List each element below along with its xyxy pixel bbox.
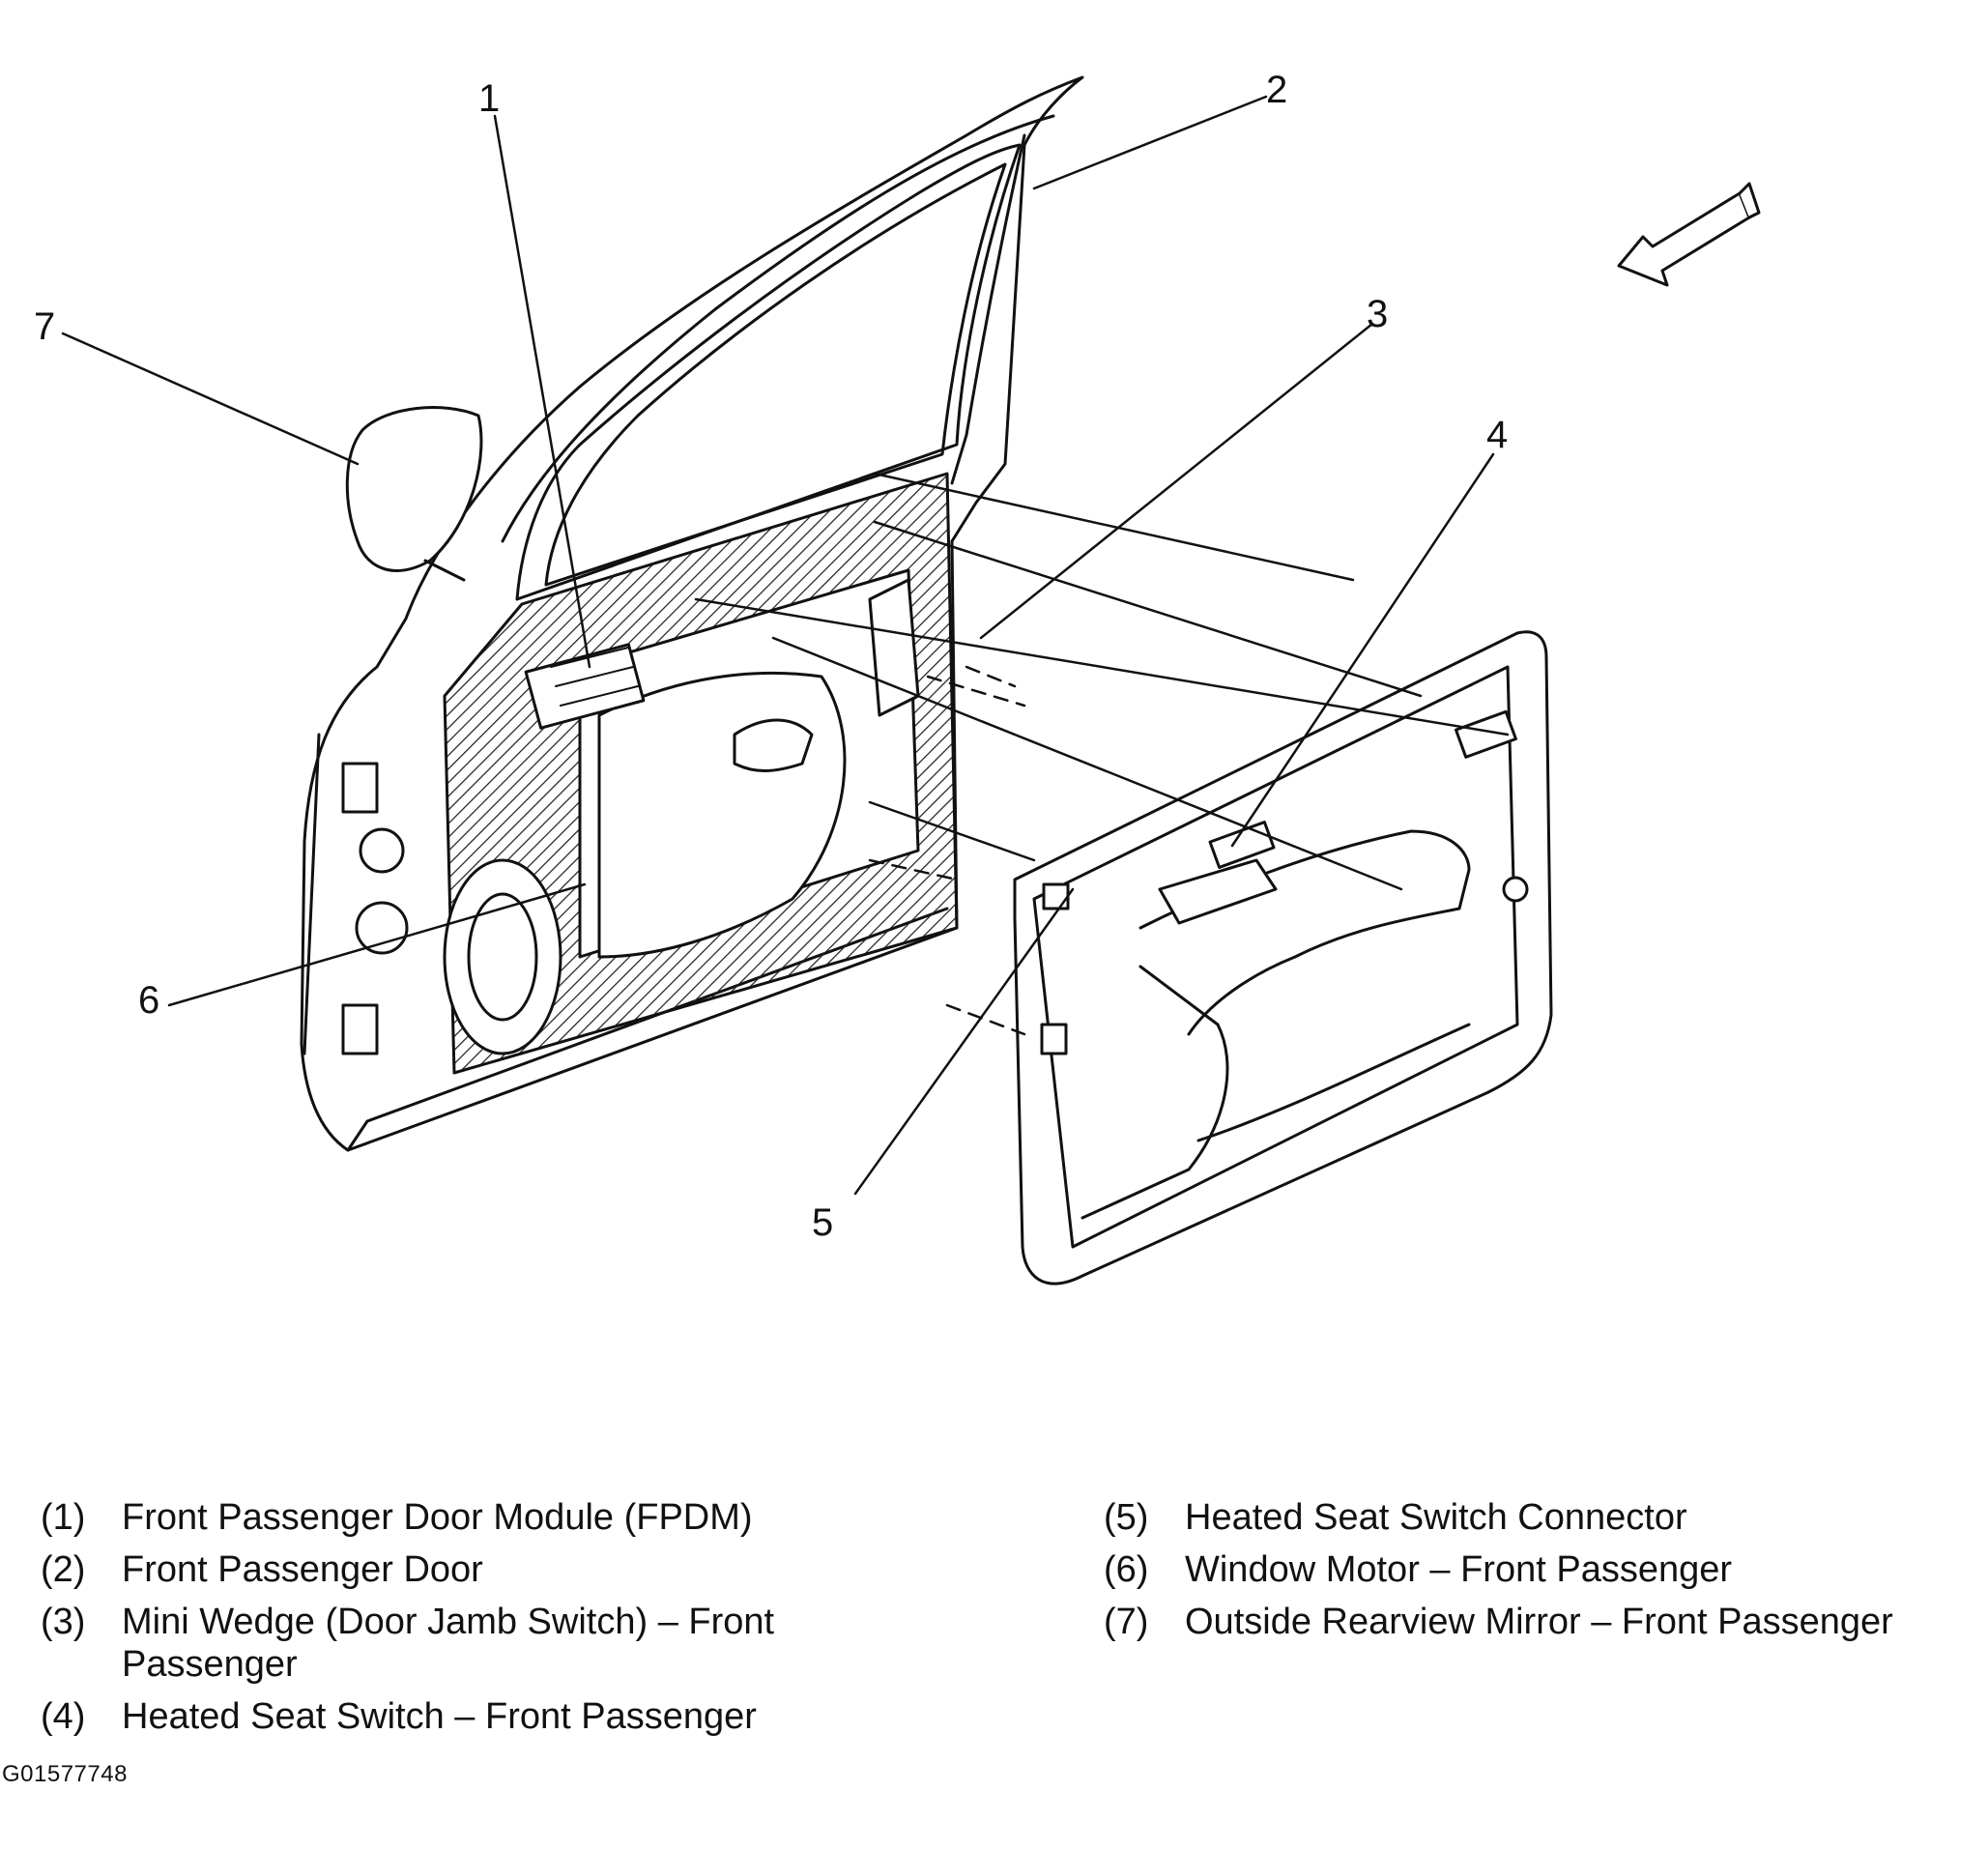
callout-3: 3 <box>1367 293 1389 335</box>
window-frame <box>515 143 1022 601</box>
door-exploded-diagram <box>61 75 1761 1286</box>
legend-item: (4) Heated Seat Switch – Front Passenger <box>41 1695 757 1738</box>
legend-item: (3) Mini Wedge (Door Jamb Switch) – Front… <box>41 1601 856 1686</box>
legend-item: (5) Heated Seat Switch Connector <box>1104 1496 1687 1539</box>
legend-text: Mini Wedge (Door Jamb Switch) – Front Pa… <box>122 1602 775 1685</box>
legend-text: Heated Seat Switch – Front Passenger <box>122 1696 757 1737</box>
legend-text: Front Passenger Door Module (FPDM) <box>122 1497 753 1538</box>
callout-4: 4 <box>1486 414 1509 456</box>
door-trim-panel <box>1013 630 1553 1286</box>
figure-id: G01577748 <box>2 1761 128 1787</box>
legend-number: (2) <box>41 1549 86 1590</box>
alignment-lines <box>694 472 1510 1036</box>
legend-number: (3) <box>41 1602 86 1642</box>
leader-lines <box>61 95 1495 1196</box>
outside-mirror <box>345 406 483 582</box>
legend-item: (2) Front Passenger Door <box>41 1548 483 1591</box>
legend-item: (7) Outside Rearview Mirror – Front Passe… <box>1104 1601 1893 1643</box>
callout-5: 5 <box>812 1201 834 1244</box>
legend-number: (6) <box>1104 1549 1149 1590</box>
direction-arrow <box>1617 182 1761 287</box>
legend-number: (4) <box>41 1696 86 1737</box>
legend-item: (1) Front Passenger Door Module (FPDM) <box>41 1496 753 1539</box>
legend-text: Outside Rearview Mirror – Front Passenge… <box>1185 1602 1893 1642</box>
callout-1: 1 <box>478 77 501 120</box>
door-inner-hatch <box>443 472 959 1075</box>
legend-number: (5) <box>1104 1497 1149 1538</box>
callout-7: 7 <box>34 305 56 348</box>
legend-text: Window Motor – Front Passenger <box>1185 1549 1733 1590</box>
legend-item: (6) Window Motor – Front Passenger <box>1104 1548 1732 1591</box>
legend-text: Heated Seat Switch Connector <box>1185 1497 1687 1538</box>
legend-text: Front Passenger Door <box>122 1549 483 1590</box>
legend-number: (7) <box>1104 1602 1149 1642</box>
callout-2: 2 <box>1266 69 1288 111</box>
callout-6: 6 <box>138 979 160 1022</box>
legend-number: (1) <box>41 1497 86 1538</box>
